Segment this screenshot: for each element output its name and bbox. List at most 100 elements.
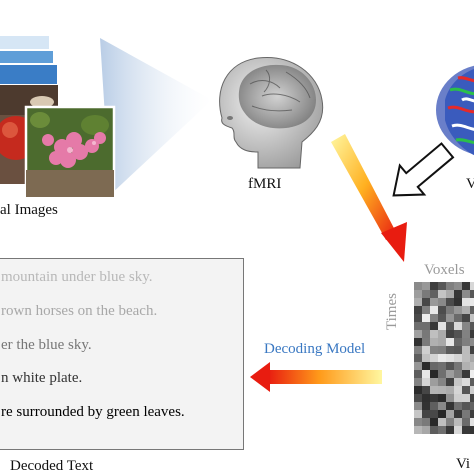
voxel-cell bbox=[446, 418, 454, 426]
voxel-cell bbox=[438, 338, 446, 346]
voxel-cell bbox=[446, 314, 454, 322]
voxel-cell bbox=[438, 354, 446, 362]
voxel-cell bbox=[462, 330, 470, 338]
voxel-cell bbox=[414, 314, 422, 322]
voxel-cell bbox=[422, 402, 430, 410]
voxel-cell bbox=[422, 330, 430, 338]
times-label: Times bbox=[384, 293, 400, 330]
voxel-cell bbox=[438, 282, 446, 290]
voxel-cell bbox=[422, 370, 430, 378]
voxel-cell bbox=[470, 314, 474, 322]
voxel-cell bbox=[430, 314, 438, 322]
voxel-cell bbox=[414, 386, 422, 394]
voxel-cell bbox=[446, 362, 454, 370]
voxel-cell bbox=[414, 418, 422, 426]
voxel-cell bbox=[454, 298, 462, 306]
voxel-cell bbox=[454, 306, 462, 314]
voxel-cell bbox=[414, 370, 422, 378]
voxel-cell bbox=[438, 290, 446, 298]
voxel-cell bbox=[454, 282, 462, 290]
voxels-label: Voxels bbox=[424, 262, 465, 278]
voxel-cell bbox=[462, 362, 470, 370]
voxel-cell bbox=[446, 330, 454, 338]
voxel-cell bbox=[462, 338, 470, 346]
voxel-cell bbox=[414, 346, 422, 354]
voxel-cell bbox=[438, 410, 446, 418]
voxel-cell bbox=[422, 378, 430, 386]
voxel-cell bbox=[438, 362, 446, 370]
voxel-cell bbox=[438, 426, 446, 434]
voxel-cell bbox=[422, 322, 430, 330]
voxel-cell bbox=[438, 418, 446, 426]
voxel-cell bbox=[454, 394, 462, 402]
decoding-model-label: Decoding Model bbox=[264, 341, 366, 357]
voxel-cell bbox=[414, 354, 422, 362]
voxel-cell bbox=[462, 402, 470, 410]
voxel-cell bbox=[430, 290, 438, 298]
voxel-cell bbox=[414, 338, 422, 346]
voxel-cell bbox=[454, 314, 462, 322]
decoded-sentence-4: n white plate. bbox=[1, 370, 83, 386]
voxel-cell bbox=[414, 394, 422, 402]
voxel-cell bbox=[462, 346, 470, 354]
natural-image-stack bbox=[0, 34, 116, 199]
voxel-cell bbox=[470, 298, 474, 306]
voxel-cell bbox=[462, 306, 470, 314]
voxel-cell bbox=[470, 418, 474, 426]
voxel-cell bbox=[438, 402, 446, 410]
voxel-cell bbox=[414, 330, 422, 338]
voxel-cell bbox=[446, 370, 454, 378]
voxel-cell bbox=[462, 290, 470, 298]
voxel-cell bbox=[446, 338, 454, 346]
voxel-cell bbox=[454, 346, 462, 354]
voxel-cell bbox=[414, 298, 422, 306]
voxel-cell bbox=[430, 426, 438, 434]
voxel-cell bbox=[470, 338, 474, 346]
voxel-cell bbox=[438, 330, 446, 338]
fmri-head-illustration bbox=[219, 57, 324, 169]
voxel-cell bbox=[454, 370, 462, 378]
voxel-cell bbox=[462, 386, 470, 394]
voxel-cell bbox=[422, 418, 430, 426]
voxel-cell bbox=[414, 378, 422, 386]
voxel-cell bbox=[462, 426, 470, 434]
voxel-cell bbox=[470, 362, 474, 370]
voxel-cell bbox=[430, 418, 438, 426]
flower-photo bbox=[24, 105, 116, 199]
voxel-cell bbox=[454, 290, 462, 298]
voxel-cell bbox=[470, 306, 474, 314]
voxel-cell bbox=[462, 370, 470, 378]
voxel-cell bbox=[462, 322, 470, 330]
voxel-cell bbox=[454, 418, 462, 426]
voxel-cell bbox=[454, 362, 462, 370]
decoded-text-box: mountain under blue sky. rown horses on … bbox=[0, 258, 244, 450]
voxel-cell bbox=[462, 314, 470, 322]
voxel-cell bbox=[462, 418, 470, 426]
voxel-cell bbox=[446, 306, 454, 314]
decoding-arrow bbox=[250, 362, 382, 392]
voxel-cell bbox=[454, 330, 462, 338]
visual-cortex-label: V bbox=[466, 176, 474, 192]
decoded-sentence-1: mountain under blue sky. bbox=[1, 269, 153, 285]
voxel-cell bbox=[430, 298, 438, 306]
natural-images-label: al Images bbox=[0, 202, 58, 218]
voxel-cell bbox=[414, 426, 422, 434]
voxel-cell bbox=[446, 378, 454, 386]
decoded-sentence-3: er the blue sky. bbox=[1, 337, 92, 353]
voxel-cell bbox=[422, 410, 430, 418]
voxel-cell bbox=[446, 426, 454, 434]
voxel-cell bbox=[470, 402, 474, 410]
voxel-cell bbox=[430, 330, 438, 338]
voxel-cell bbox=[446, 290, 454, 298]
fmri-label: fMRI bbox=[248, 176, 282, 192]
voxel-cell bbox=[438, 394, 446, 402]
hollow-arrow bbox=[392, 142, 455, 197]
voxel-cell bbox=[446, 410, 454, 418]
voxel-cell bbox=[422, 394, 430, 402]
voxel-cell bbox=[454, 386, 462, 394]
voxel-cell bbox=[438, 322, 446, 330]
voxel-cell bbox=[446, 354, 454, 362]
voxel-cell bbox=[414, 362, 422, 370]
bottom-right-label: Vi bbox=[456, 456, 471, 472]
